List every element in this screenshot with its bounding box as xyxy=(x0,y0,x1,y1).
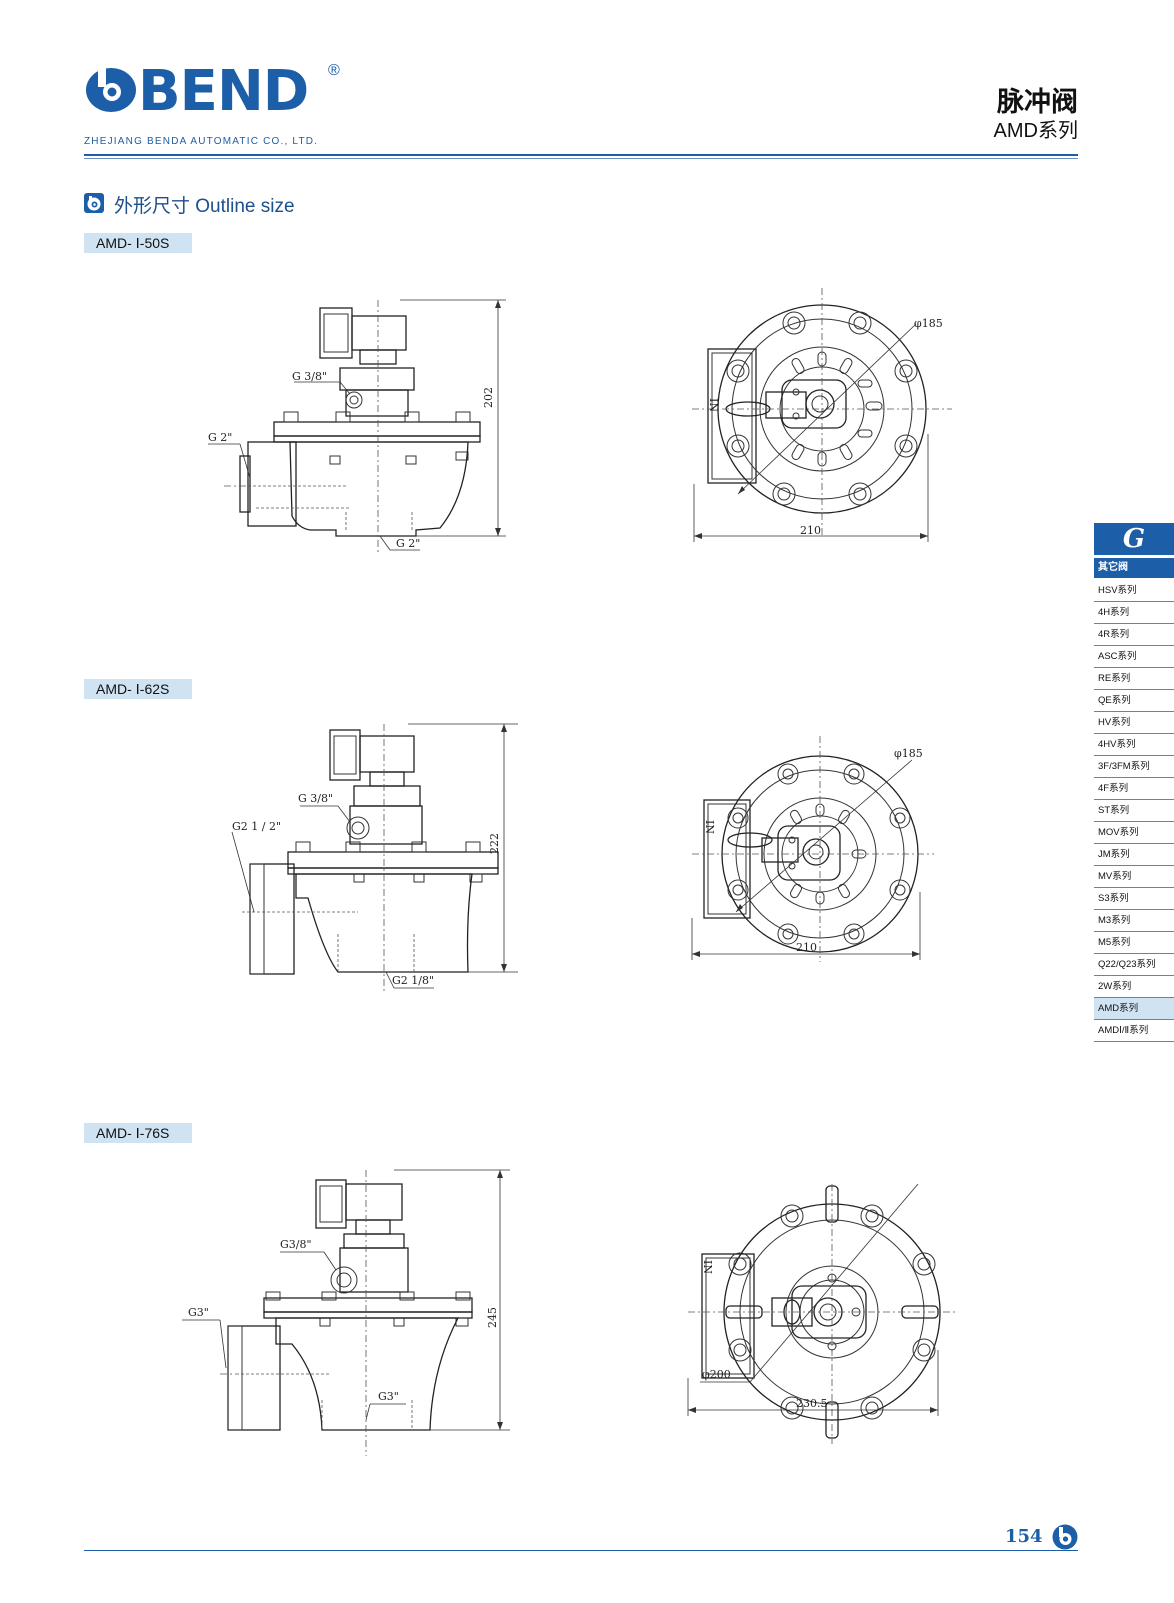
height-dimension: 202 xyxy=(482,387,495,408)
series-index-item[interactable]: RE系列 xyxy=(1094,668,1174,690)
model-label: AMD- Ⅰ-62S xyxy=(84,679,192,699)
top-port-label: G 3/8" xyxy=(292,370,327,383)
series-index-item[interactable]: S3系列 xyxy=(1094,888,1174,910)
series-index-item[interactable]: 2W系列 xyxy=(1094,976,1174,998)
model-label: AMD- Ⅰ-50S xyxy=(84,233,192,253)
side-view-drawing: G 3/8" G 2" G 2" 202 xyxy=(208,299,506,552)
outlet-label: G 2" xyxy=(396,537,420,550)
outlet-label: G2 1/8" xyxy=(392,974,434,987)
series-index: HSV系列 4H系列 4R系列 ASC系列 RE系列 QE系列 HV系列 4HV… xyxy=(1094,580,1174,1042)
top-view-drawing: IN φ185 210 xyxy=(691,736,934,962)
top-port-label: G3/8" xyxy=(280,1238,312,1251)
series-index-item[interactable]: M3系列 xyxy=(1094,910,1174,932)
inlet-mark: IN xyxy=(703,820,716,834)
brand-b-icon xyxy=(84,193,104,213)
diameter-label: φ200 xyxy=(702,1368,731,1381)
series-index-item[interactable]: Q22/Q23系列 xyxy=(1094,954,1174,976)
brand-b-icon xyxy=(86,67,136,112)
series-index-item[interactable]: 4H系列 xyxy=(1094,602,1174,624)
inlet-label: G 2" xyxy=(208,431,232,444)
series-index-item[interactable]: QE系列 xyxy=(1094,690,1174,712)
inlet-mark: IN xyxy=(701,1260,714,1274)
series-index-item[interactable]: M5系列 xyxy=(1094,932,1174,954)
chapter-tab-letter: G xyxy=(1094,523,1174,555)
diameter-label: φ185 xyxy=(894,747,923,760)
inlet-mark: IN xyxy=(707,398,720,412)
series-index-item[interactable]: ASC系列 xyxy=(1094,646,1174,668)
series-index-item[interactable]: AMDⅠ/Ⅱ系列 xyxy=(1094,1020,1174,1042)
series-index-item[interactable]: MV系列 xyxy=(1094,866,1174,888)
page-number: 154 xyxy=(1005,1526,1043,1547)
height-dimension: 222 xyxy=(488,833,501,854)
series-index-item[interactable]: ST系列 xyxy=(1094,800,1174,822)
side-view-drawing: G 3/8" G2 1 / 2" G2 1/8" 222 xyxy=(231,723,518,992)
chapter-tab-category: 其它阀 xyxy=(1094,558,1174,578)
document-title: 脉冲阀 xyxy=(997,87,1078,117)
brand-b-icon xyxy=(1052,1524,1078,1550)
series-index-item[interactable]: 4F系列 xyxy=(1094,778,1174,800)
height-dimension: 245 xyxy=(486,1307,499,1328)
width-dimension: 230.5 xyxy=(796,1397,828,1410)
header-divider xyxy=(84,154,1078,156)
series-index-item[interactable]: JM系列 xyxy=(1094,844,1174,866)
series-index-item[interactable]: 4HV系列 xyxy=(1094,734,1174,756)
series-index-item[interactable]: MOV系列 xyxy=(1094,822,1174,844)
header-divider-thin xyxy=(84,158,1078,159)
brand-name: BEND xyxy=(138,59,309,124)
series-subtitle: AMD系列 xyxy=(993,120,1078,142)
side-view-drawing: G3/8" G3" G3" 245 xyxy=(182,1169,510,1456)
top-port-label: G 3/8" xyxy=(298,792,333,805)
series-index-item[interactable]: 3F/3FM系列 xyxy=(1094,756,1174,778)
width-dimension: 210 xyxy=(796,941,817,954)
diameter-label: φ185 xyxy=(914,317,943,330)
width-dimension: 210 xyxy=(800,524,821,537)
inlet-label: G3" xyxy=(188,1306,209,1319)
inlet-label: G2 1 / 2" xyxy=(232,820,281,833)
series-index-item[interactable]: HV系列 xyxy=(1094,712,1174,734)
registered-mark: ® xyxy=(328,62,340,79)
outlet-label: G3" xyxy=(378,1390,399,1403)
section-title: 外形尺寸 Outline size xyxy=(114,196,295,217)
company-name: ZHEJIANG BENDA AUTOMATIC CO., LTD. xyxy=(84,136,319,147)
series-index-item-active[interactable]: AMD系列 xyxy=(1094,998,1174,1020)
series-index-item[interactable]: 4R系列 xyxy=(1094,624,1174,646)
top-view-drawing: IN φ185 210 xyxy=(692,288,952,542)
brand-logo: BEND xyxy=(84,64,309,120)
series-index-item[interactable]: HSV系列 xyxy=(1094,580,1174,602)
top-view-drawing: IN φ200 230.5 xyxy=(687,1183,958,1444)
footer-divider xyxy=(84,1550,1078,1551)
model-label: AMD- Ⅰ-76S xyxy=(84,1123,192,1143)
